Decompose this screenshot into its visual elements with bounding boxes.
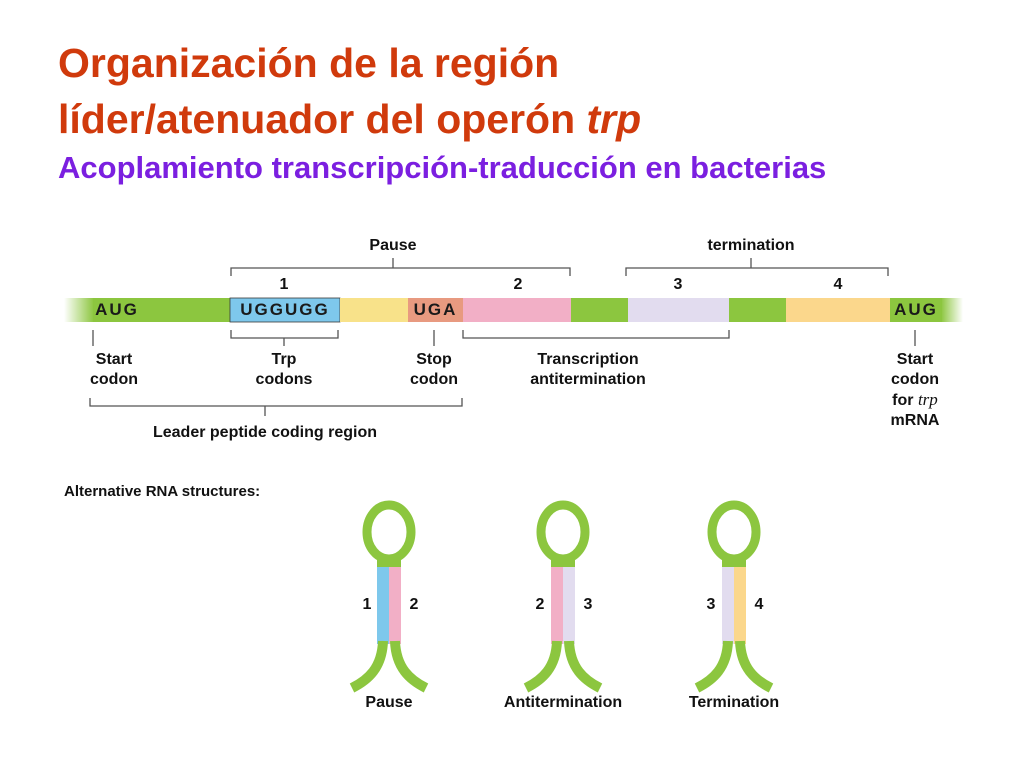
mrna-segment-aug-trp [890, 298, 942, 322]
segment-label-uga: UGA [413, 300, 458, 319]
termination-bracket [625, 258, 889, 276]
mrna-segment-region-2 [463, 298, 571, 322]
hairpin-pause-left-tail [349, 640, 388, 693]
trp-codons-bracket [230, 330, 339, 346]
anti-hairpin-name: Antitermination [503, 694, 623, 711]
mrna-segment-trp-codons [229, 297, 341, 323]
term-hairpin-left-number: 3 [706, 596, 716, 613]
hairpin-anti-left-tail [523, 640, 562, 693]
mrna-segment-aug-start [93, 298, 230, 322]
hairpin-term-right-tail [735, 640, 774, 693]
brackets [89, 258, 916, 416]
mrna-segment-yellow [340, 298, 408, 322]
title-italic-trp: trp [586, 96, 642, 142]
hairpin-pause [349, 500, 429, 693]
mrna-segment-green-spacer [571, 298, 628, 322]
hairpin-term-loop [707, 500, 761, 564]
segment-label-aug-start: AUG [95, 300, 139, 319]
term-hairpin-name: Termination [688, 694, 780, 711]
hairpin-anti-right-tail [564, 640, 603, 693]
slide-title-line-1: Organización de la región [58, 40, 560, 86]
hairpin-anti-loop [536, 500, 590, 564]
leader-peptide-bracket [89, 398, 463, 416]
slide-title-line-2: líder/atenuador del operón trp [58, 96, 641, 142]
title-main-text: líder/atenuador del operón [58, 96, 587, 142]
pause-hairpin-name: Pause [365, 694, 413, 711]
hairpin-pause-left-strand [377, 566, 389, 644]
hairpin-anti-neck [551, 555, 575, 567]
hairpin-anti-right-strand [563, 566, 575, 644]
mrna-fade-left [64, 298, 94, 322]
mrna-segment-region-4 [786, 298, 890, 322]
region-number-4: 4 [833, 276, 843, 293]
pause-hairpin-left-number: 1 [362, 596, 372, 613]
hairpin-antitermination [523, 500, 603, 693]
mrna-segment-uga [408, 298, 463, 322]
hairpin-term-left-strand [722, 566, 734, 644]
termination-label: termination [707, 237, 795, 254]
mrna-segment-green-spacer-2 [729, 298, 786, 322]
hairpin-pause-right-tail [390, 640, 429, 693]
region-number-2: 2 [513, 276, 523, 293]
alt-structures-heading: Alternative RNA structures: [64, 483, 261, 500]
term-hairpin-right-number: 4 [754, 596, 764, 613]
hairpin-anti-left-strand [551, 566, 563, 644]
mrna-segment-region-3 [628, 298, 729, 322]
hairpin-term-neck [722, 555, 746, 567]
hairpin-pause-neck [377, 555, 401, 567]
anti-hairpin-left-number: 2 [535, 596, 545, 613]
antitermination-bracket [462, 330, 730, 339]
pause-bracket [230, 258, 571, 276]
pause-hairpin-right-number: 2 [409, 596, 419, 613]
anti-hairpin-right-number: 3 [583, 596, 593, 613]
segment-label-aug-trp: AUG [894, 300, 938, 319]
leader-peptide-label: Leader peptide coding region [152, 424, 378, 441]
hairpin-termination [694, 500, 774, 693]
pause-label: Pause [369, 237, 417, 254]
slide-subtitle: Acoplamiento transcripción-traducción en… [58, 150, 827, 185]
region-number-3: 3 [673, 276, 683, 293]
hairpin-pause-loop [362, 500, 416, 564]
region-number-1: 1 [279, 276, 289, 293]
mrna-bar [64, 297, 963, 323]
hairpin-pause-right-strand [389, 566, 401, 644]
mrna-fade-right [941, 298, 963, 322]
segment-label-uggugg: UGGUGG [240, 300, 330, 319]
hairpin-term-right-strand [734, 566, 746, 644]
hairpin-term-left-tail [694, 640, 733, 693]
